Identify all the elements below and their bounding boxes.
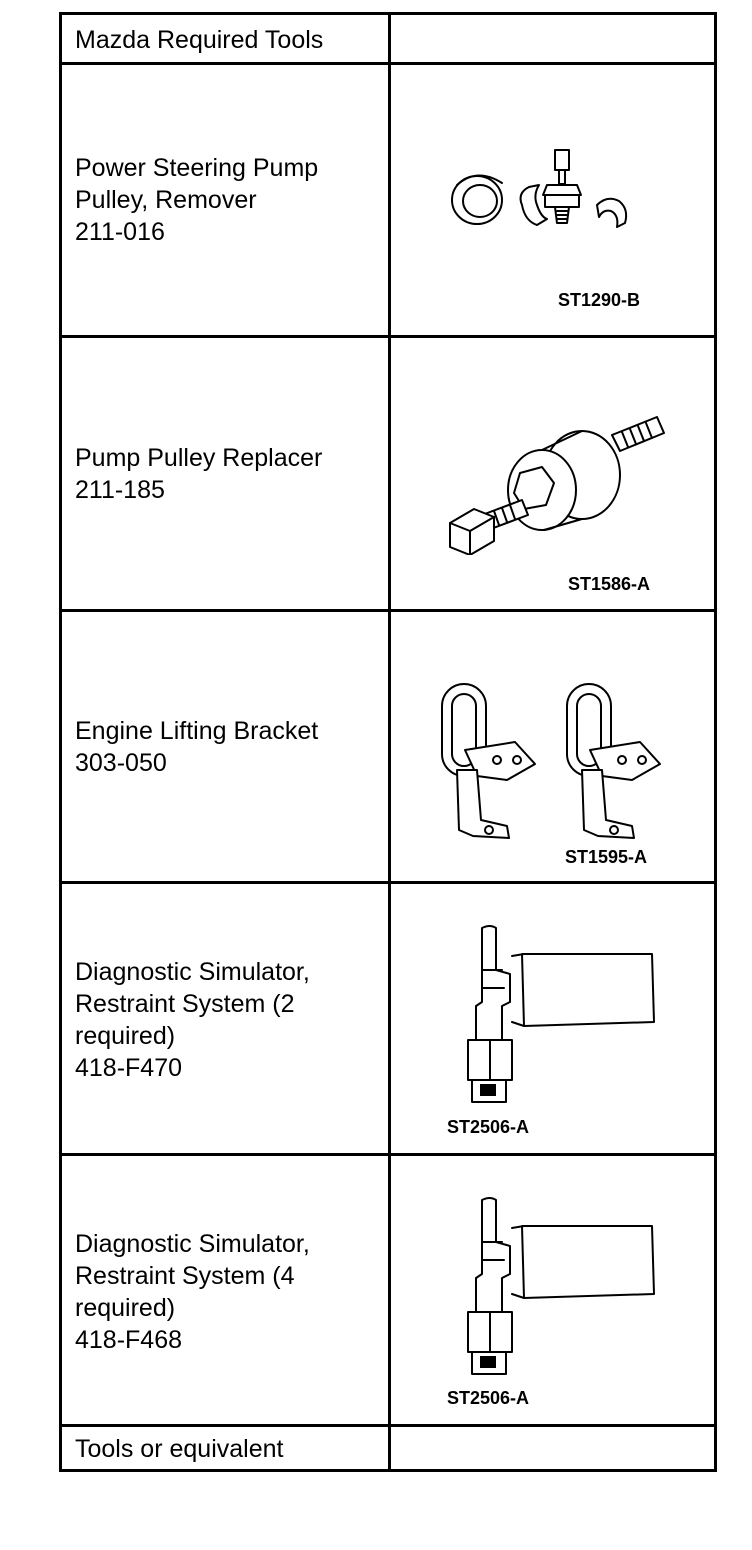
tool-name-line: Pulley, Remover (75, 186, 257, 214)
tool-name-line: Diagnostic Simulator, (75, 958, 310, 986)
tool-number: 211-016 (75, 218, 165, 246)
tool-description: Diagnostic Simulator, Restraint System (… (75, 956, 310, 1084)
tool-description: Power Steering Pump Pulley, Remover 211-… (75, 152, 318, 248)
tool-number: 418-F470 (75, 1054, 183, 1082)
row-divider (62, 1153, 714, 1156)
pulley-replacer-icon (449, 416, 665, 555)
tool-name-line: Engine Lifting Bracket (75, 717, 319, 745)
tool-code: ST1586-A (568, 574, 651, 594)
table-title: Mazda Required Tools (75, 26, 324, 54)
footer-note: Tools or equivalent (75, 1435, 284, 1463)
row-divider (62, 1424, 714, 1427)
row-divider (62, 62, 714, 65)
row-divider (62, 881, 714, 884)
row-divider (62, 335, 714, 338)
tool-name-line: Diagnostic Simulator, (75, 1230, 310, 1258)
tool-name-line: Restraint System (2 (75, 990, 295, 1018)
tool-description: Engine Lifting Bracket 303-050 (75, 715, 318, 779)
tool-name-line: Restraint System (4 (75, 1262, 295, 1290)
tool-code: ST1290-B (558, 290, 641, 310)
tool-number: 418-F468 (75, 1326, 183, 1354)
tool-code: ST2506-A (447, 1388, 530, 1408)
tool-name-line: required) (75, 1022, 176, 1050)
tool-code: ST1595-A (565, 847, 648, 867)
tool-number: 211-185 (75, 476, 165, 504)
tool-name-line: required) (75, 1294, 176, 1322)
tool-number: 303-050 (75, 749, 167, 777)
diagnostic-simulator-icon (467, 925, 655, 1103)
row-divider (62, 609, 714, 612)
tool-description: Pump Pulley Replacer 211-185 (75, 442, 322, 506)
tool-name-line: Pump Pulley Replacer (75, 444, 323, 472)
tool-code: ST2506-A (447, 1117, 530, 1137)
column-divider (388, 15, 391, 1469)
pulley-remover-icon (451, 149, 628, 228)
tool-name-line: Power Steering Pump (75, 154, 319, 182)
tool-description: Diagnostic Simulator, Restraint System (… (75, 1228, 310, 1356)
required-tools-table: Mazda Required Tools Power Steering Pump… (59, 12, 717, 1472)
diagnostic-simulator-icon (467, 1197, 655, 1375)
lifting-bracket-icon (441, 683, 661, 839)
